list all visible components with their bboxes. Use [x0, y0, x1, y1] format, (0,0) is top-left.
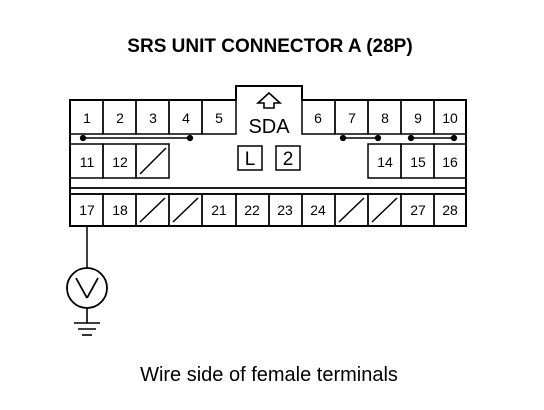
row1-cells	[69, 99, 467, 135]
pin-18-label: 18	[112, 202, 128, 218]
key-box-right-label: 2	[283, 149, 294, 170]
pin-23-label: 23	[277, 202, 293, 218]
key-box-right	[275, 145, 301, 171]
pin-14-label: 14	[377, 154, 393, 170]
pin-1-label: 1	[83, 110, 91, 126]
pin-24-label: 24	[310, 202, 326, 218]
connector-outline	[69, 85, 467, 227]
pin-17-label: 17	[79, 202, 95, 218]
pin-2-label: 2	[116, 110, 124, 126]
ground-icon	[74, 308, 100, 336]
pin-5-label: 5	[215, 110, 223, 126]
shorting-bars	[79, 134, 458, 142]
pin-22-label: 22	[244, 202, 260, 218]
pin-4-label: 4	[182, 110, 190, 126]
pin-15-label: 15	[410, 154, 426, 170]
key-box-left-label: L	[245, 149, 256, 170]
voltmeter-icon	[66, 267, 108, 309]
pin-10-label: 10	[442, 110, 458, 126]
diagram-title: SRS UNIT CONNECTOR A (28P)	[127, 36, 412, 57]
pin-11-label: 11	[80, 154, 95, 170]
diagram-caption: Wire side of female terminals	[140, 364, 398, 386]
pin-6-label: 6	[314, 110, 322, 126]
pin-28-label: 28	[442, 202, 458, 218]
pin-7-label: 7	[348, 110, 356, 126]
up-arrow-icon	[255, 91, 283, 109]
pin-9-label: 9	[414, 110, 422, 126]
pin-16-label: 16	[442, 154, 458, 170]
pin-27-label: 27	[410, 202, 426, 218]
pin-12-label: 12	[112, 154, 128, 170]
row2-cells	[69, 143, 467, 179]
row3-cells	[69, 193, 467, 227]
key-label: SDA	[248, 116, 290, 138]
pin-3-label: 3	[149, 110, 157, 126]
key-box-left	[237, 145, 263, 171]
pin-8-label: 8	[381, 110, 389, 126]
pin-21-label: 21	[211, 202, 227, 218]
